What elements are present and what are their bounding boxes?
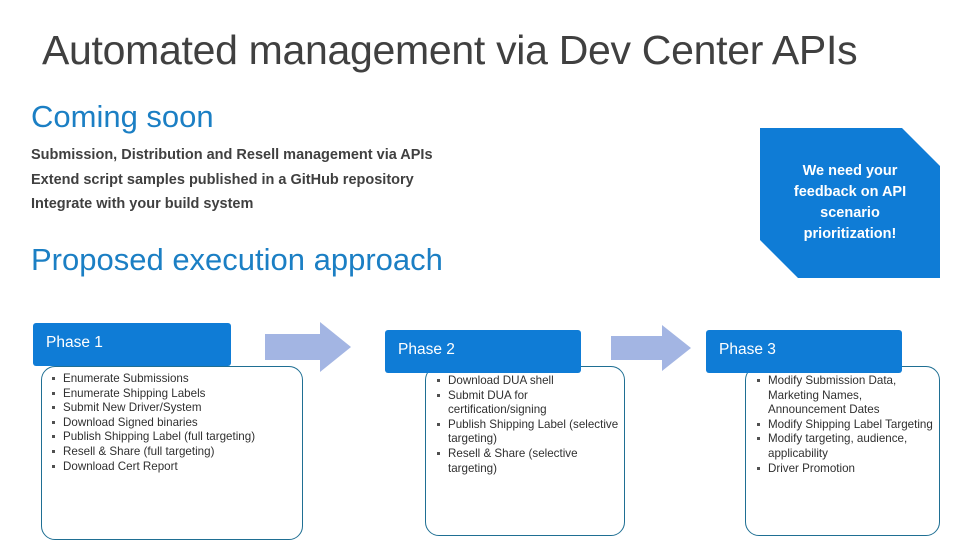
bullet-icon — [757, 422, 760, 426]
list-item: Download DUA shell — [437, 374, 623, 389]
phase-2-item-1: Submit DUA for certification/signing — [448, 388, 547, 417]
proposed-approach-heading: Proposed execution approach — [31, 242, 443, 277]
phase-1-item-1: Enumerate Shipping Labels — [63, 386, 206, 400]
phase-1-item-4: Publish Shipping Label (full targeting) — [63, 430, 256, 444]
phase-1-header[interactable]: Phase 1 — [33, 323, 231, 366]
bullet-icon — [757, 437, 760, 441]
phase-2-item-2: Publish Shipping Label (selective target… — [448, 417, 619, 446]
list-item: Enumerate Shipping Labels — [52, 387, 302, 402]
phase-1-list: Enumerate Submissions Enumerate Shipping… — [52, 372, 302, 474]
bullet-icon — [52, 435, 55, 439]
phase-2-label: Phase 2 — [398, 341, 455, 358]
phase-3-label: Phase 3 — [719, 341, 776, 358]
phase-1-item-3: Download Signed binaries — [63, 415, 198, 429]
coming-soon-line-1: Submission, Distribution and Resell mana… — [31, 147, 433, 163]
phase-2-list: Download DUA shell Submit DUA for certif… — [437, 374, 623, 476]
coming-soon-line-2: Extend script samples published in a Git… — [31, 171, 414, 188]
phase-3-card — [745, 366, 940, 536]
list-item: Enumerate Submissions — [52, 372, 302, 387]
list-item: Modify targeting, audience, applicabilit… — [757, 432, 939, 461]
phase-2-item-0: Download DUA shell — [448, 374, 554, 387]
slide-title: Automated management via Dev Center APIs — [42, 27, 858, 73]
feedback-callout-text: We need your feedback on API scenario pr… — [793, 163, 907, 242]
feedback-callout-badge: We need your feedback on API scenario pr… — [760, 128, 940, 278]
phase-1-item-5: Resell & Share (full targeting) — [63, 444, 215, 458]
bullet-icon — [437, 422, 440, 426]
list-item: Publish Shipping Label (full targeting) — [52, 430, 302, 445]
list-item: Download Signed binaries — [52, 416, 302, 431]
arrow-phase2-to-phase3-icon — [611, 325, 691, 371]
bullet-icon — [437, 393, 440, 397]
phase-1-card — [41, 366, 303, 540]
phase-2-card — [425, 366, 625, 536]
list-item: Submit New Driver/System — [52, 401, 302, 416]
coming-soon-heading: Coming soon — [31, 99, 214, 134]
phase-3-item-0: Modify Submission Data, Marketing Names,… — [768, 374, 897, 417]
bullet-icon — [52, 420, 55, 424]
bullet-icon — [757, 466, 760, 470]
bullet-icon — [52, 464, 55, 468]
list-item: Download Cert Report — [52, 460, 302, 475]
coming-soon-line-3: Integrate with your build system — [31, 196, 254, 212]
phase-3-item-1: Modify Shipping Label Targeting — [768, 417, 933, 431]
coming-soon-lines: Submission, Distribution and Resell mana… — [31, 143, 433, 217]
phase-3-header[interactable]: Phase 3 — [706, 330, 902, 373]
bullet-icon — [52, 449, 55, 453]
bullet-icon — [437, 451, 440, 455]
phase-1-item-2: Submit New Driver/System — [63, 401, 202, 415]
bullet-icon — [757, 379, 760, 382]
bullet-icon — [52, 391, 55, 395]
phase-1-label: Phase 1 — [46, 334, 103, 351]
phase-2-header[interactable]: Phase 2 — [385, 330, 581, 373]
list-item: Modify Shipping Label Targeting — [757, 418, 939, 433]
list-item: Submit DUA for certification/signing — [437, 389, 623, 418]
bullet-icon — [52, 377, 55, 380]
phase-1-item-0: Enumerate Submissions — [63, 372, 189, 385]
list-item: Driver Promotion — [757, 462, 939, 477]
list-item: Modify Submission Data, Marketing Names,… — [757, 374, 939, 418]
list-item: Resell & Share (selective targeting) — [437, 447, 623, 476]
bullet-icon — [52, 406, 55, 410]
phase-1-item-6: Download Cert Report — [63, 459, 178, 473]
list-item: Resell & Share (full targeting) — [52, 445, 302, 460]
phase-3-item-3: Driver Promotion — [768, 461, 855, 475]
phase-3-item-2: Modify targeting, audience, applicabilit… — [768, 432, 908, 460]
bullet-icon — [437, 379, 440, 382]
phase-2-item-3: Resell & Share (selective targeting) — [448, 446, 578, 475]
list-item: Publish Shipping Label (selective target… — [437, 418, 623, 447]
arrow-phase1-to-phase2-icon — [265, 322, 351, 372]
phase-3-list: Modify Submission Data, Marketing Names,… — [757, 374, 939, 476]
